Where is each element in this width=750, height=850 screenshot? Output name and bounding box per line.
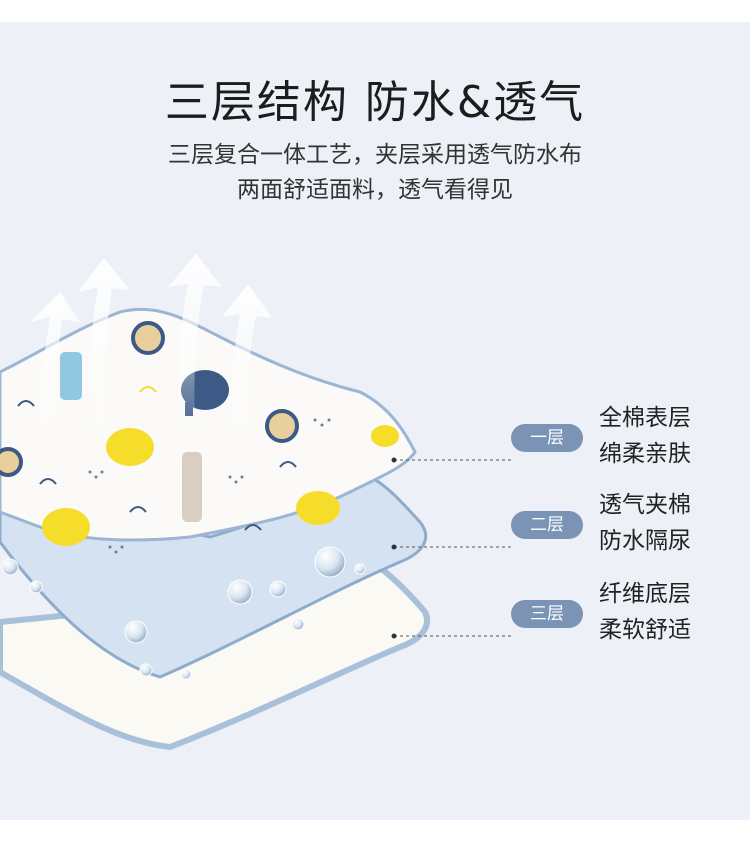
subtitle-line-2: 两面舒适面料，透气看得见 xyxy=(237,177,513,203)
page-title: 三层结构 防水&透气 xyxy=(164,77,586,128)
layer-1-description: 全棉表层 绵柔亲肤 xyxy=(599,400,691,472)
layer-3-line-2: 柔软舒适 xyxy=(599,617,691,643)
water-drop-icon xyxy=(1,546,366,680)
layer-1-line-1: 全棉表层 xyxy=(599,405,691,431)
leader-lines xyxy=(394,459,511,637)
layer-1-line-2: 绵柔亲肤 xyxy=(599,441,691,467)
giraffe-icon xyxy=(60,352,202,522)
breath-arrow-icon xyxy=(30,254,272,452)
lion-icon xyxy=(0,321,299,477)
layer-3-tag: 三层 xyxy=(511,600,583,628)
layer-2-line-2: 防水隔尿 xyxy=(599,528,691,554)
subtitle-line-1: 三层复合一体工艺，夹层采用透气防水布 xyxy=(168,142,582,168)
layer-1-tag: 一层 xyxy=(511,424,583,452)
layer-illustration xyxy=(0,254,511,751)
elephant-icon xyxy=(42,425,399,546)
leaf-icon xyxy=(17,386,297,531)
dots xyxy=(88,418,331,554)
layer-2-tag: 二层 xyxy=(511,511,583,539)
layer-3-description: 纤维底层 柔软舒适 xyxy=(599,576,691,648)
layer-2-line-1: 透气夹棉 xyxy=(599,492,691,518)
layer-3-line-1: 纤维底层 xyxy=(599,581,691,607)
layer-2-description: 透气夹棉 防水隔尿 xyxy=(599,487,691,559)
product-panel: 三层结构 防水&透气 三层复合一体工艺，夹层采用透气防水布 两面舒适面料，透气看… xyxy=(0,22,750,820)
